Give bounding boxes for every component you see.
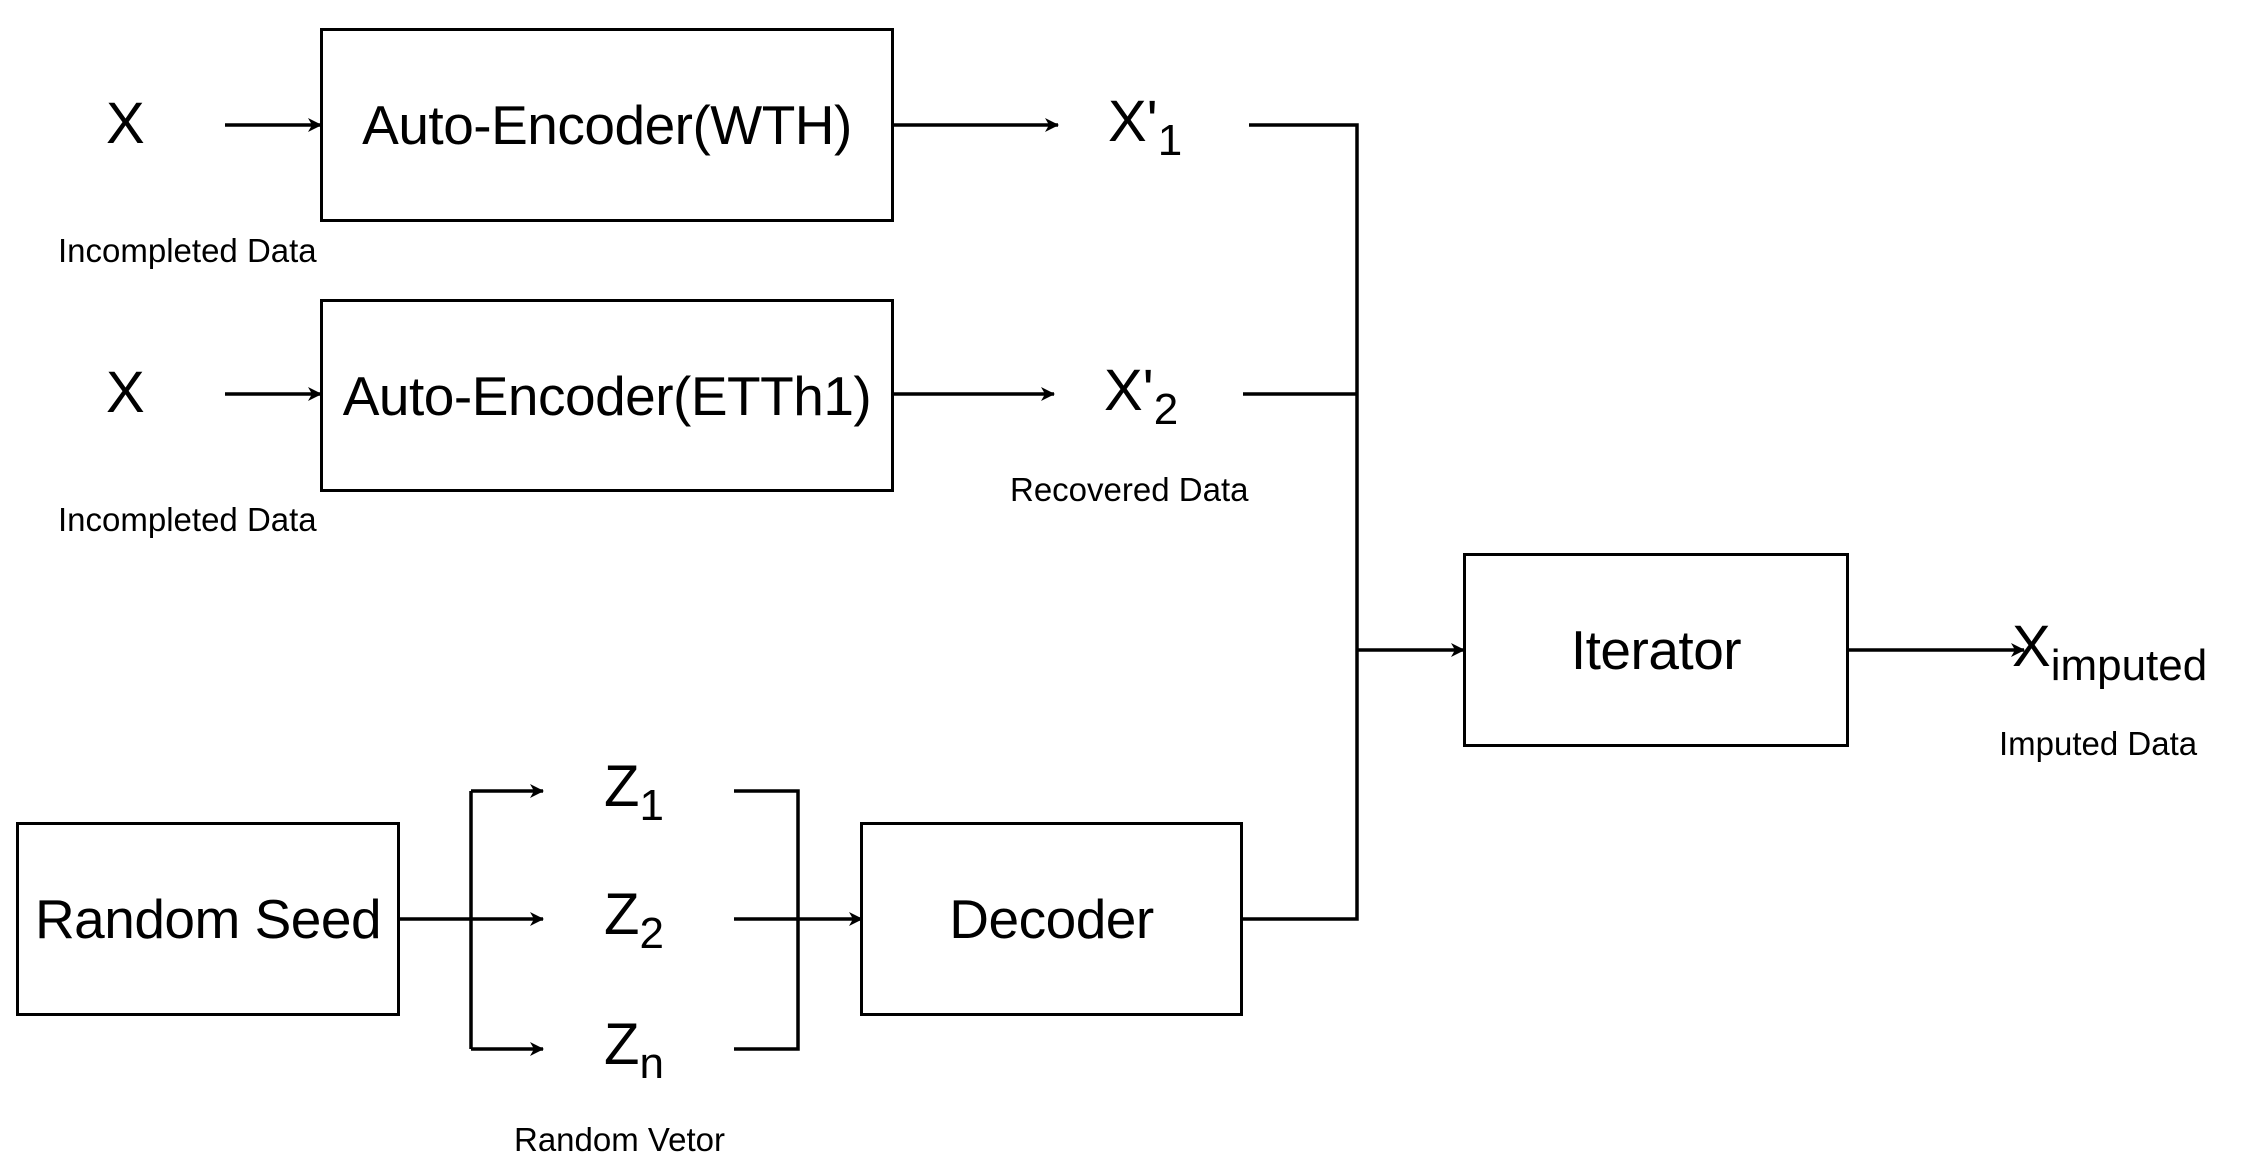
merge-bus — [1243, 123, 1359, 921]
z-n-symbol: Zn — [604, 1016, 664, 1086]
x-imputed-sub: imputed — [2050, 641, 2208, 690]
z-n-base: Z — [604, 1012, 640, 1077]
autoencoder-etth1-box: Auto-Encoder(ETTh1) — [320, 299, 894, 492]
x-input-1-symbol: X — [106, 95, 145, 153]
z-1-sub: 1 — [639, 781, 664, 830]
x-prime-2-base: X' — [1104, 358, 1154, 423]
imputed-data-caption: Imputed Data — [1999, 725, 2198, 762]
x-prime-2-symbol: X'2 — [1104, 362, 1178, 432]
random-seed-label: Random Seed — [34, 888, 382, 950]
x-input-1-text: X — [106, 91, 145, 156]
x-prime-2-sub: 2 — [1153, 385, 1179, 434]
autoencoder-wth-box: Auto-Encoder(WTH) — [320, 28, 894, 222]
incompleted-data-caption-1: Incompleted Data — [58, 232, 317, 269]
autoencoder-wth-label: Auto-Encoder(WTH) — [362, 94, 852, 156]
recovered-data-caption: Recovered Data — [1010, 471, 1249, 508]
x-imputed-base: X — [2012, 614, 2051, 679]
z-2-base: Z — [604, 882, 640, 947]
z-1-base: Z — [604, 754, 640, 819]
incompleted-data-caption-2: Incompleted Data — [58, 501, 317, 538]
autoencoder-etth1-label: Auto-Encoder(ETTh1) — [342, 364, 872, 427]
x-input-2-symbol: X — [106, 364, 145, 422]
x-prime-1-base: X' — [1108, 89, 1158, 154]
random-seed-box: Random Seed — [16, 822, 400, 1016]
x-input-2-text: X — [106, 360, 145, 425]
decoder-box: Decoder — [860, 822, 1243, 1016]
x-prime-1-sub: 1 — [1157, 116, 1183, 165]
z-2-symbol: Z2 — [604, 886, 664, 956]
x-imputed-symbol: Ximputed — [2012, 618, 2207, 688]
decoder-label: Decoder — [949, 888, 1154, 950]
iterator-box: Iterator — [1463, 553, 1849, 747]
z-n-sub: n — [639, 1039, 664, 1088]
z-1-symbol: Z1 — [604, 758, 664, 828]
iterator-label: Iterator — [1570, 619, 1742, 681]
z-2-sub: 2 — [639, 909, 664, 958]
random-vector-caption: Random Vetor — [514, 1121, 725, 1158]
x-prime-1-symbol: X'1 — [1108, 93, 1182, 163]
